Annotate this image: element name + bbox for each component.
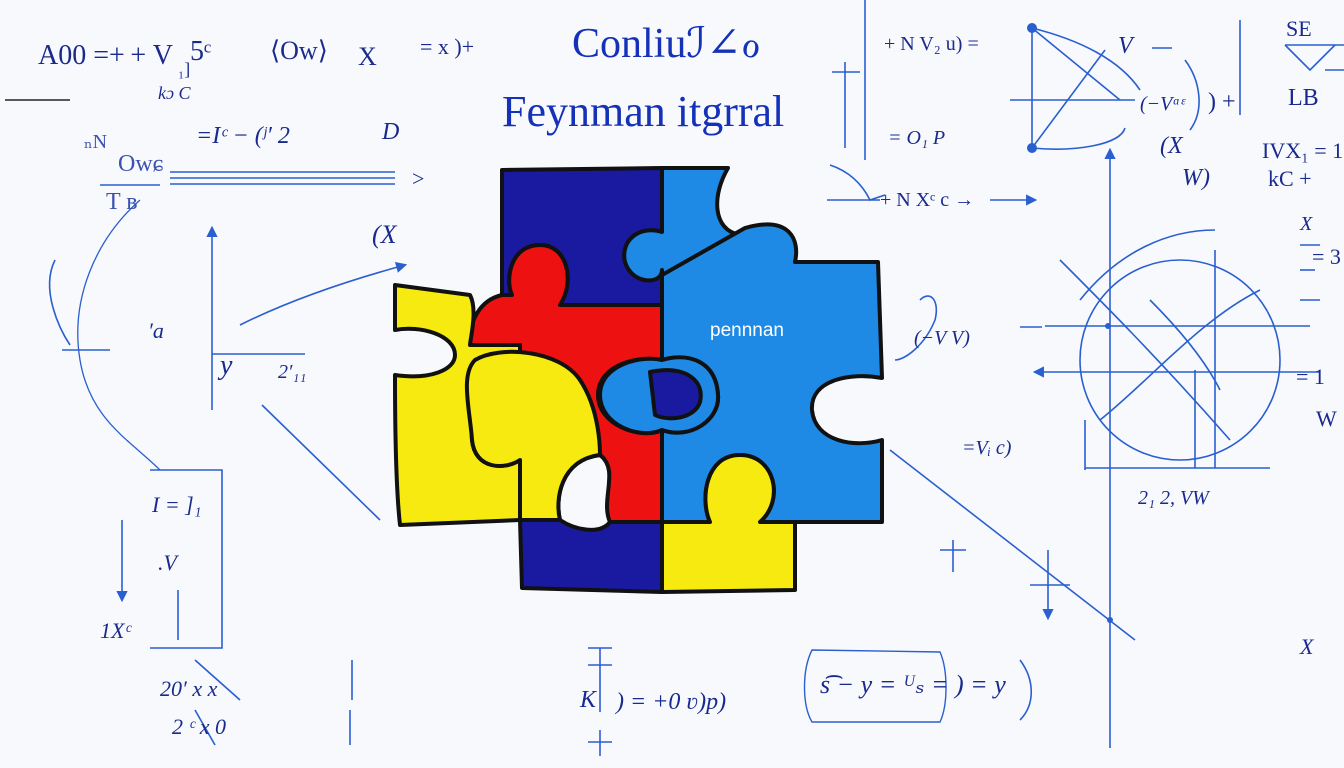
title-line-1: Conliuℐ∠ℴ [572,21,761,67]
puzzle-piece-yellow-bottom [660,453,797,594]
formula-h3: ) + [1208,89,1236,115]
formula-f3: s͡ − y = ᵁₛ = ) = y [820,670,1006,699]
formula-a3: 5ᶜ [190,36,212,67]
formula-a7: = x )+ [420,34,475,59]
puzzle-piece-navy-bottom [518,518,664,594]
formula-f2: ) = +0 ʋ)p) [616,689,727,715]
formula-d1: (X [372,220,397,249]
formula-h6: 2₁ 2, VW [1138,487,1209,509]
formula-g1: + N V₂ u) = [884,33,979,55]
formula-c1: ₙN [84,131,108,153]
formula-i8: W [1316,406,1337,431]
formula-g4: (−V V) [914,327,970,349]
formula-i7: = 1 [1296,364,1325,389]
formula-b2: D [382,119,400,145]
formula-e5: 2 ᶜ x 0 [172,714,227,739]
formula-h5: W) [1182,165,1210,191]
formula-c2: Owɕ [118,151,164,177]
formula-e3: 1Xᶜ [100,618,131,643]
formula-a6: X [358,42,377,71]
formula-i3: IVX₁ = 1 [1262,138,1344,163]
formula-d2: ′a [148,318,164,343]
formula-i9: X [1300,634,1314,659]
formula-i4: kC + [1268,166,1312,191]
puzzle-piece-navy-knob-inner [648,368,703,421]
formula-c4: > [412,166,425,191]
formula-h1: V [1118,33,1133,59]
formula-i1: SE [1286,16,1312,41]
formula-f1: K [580,687,597,713]
formula-a4: kɔ C [158,83,191,103]
formula-e2: .V [158,550,177,575]
formula-c3: T ʙ [106,189,138,215]
formula-g3: + N Xᶜ c → [880,189,975,211]
formula-i2: LB [1288,85,1319,111]
formula-i5: X [1300,213,1313,235]
puzzle-illustration [393,166,884,594]
formula-i6: = 3 [1312,244,1341,269]
puzzle-piece-yellow-bump [464,349,602,522]
formula-g5: =Vᵢ c) [962,437,1012,459]
formula-a2: ₁] [178,59,191,79]
formula-e1: I = ]₁ [152,492,202,517]
formula-a1: A00 =+ + V [38,40,173,71]
formula-d3: y [220,350,233,381]
formula-h4: (X [1160,133,1183,159]
puzzle-label: pennnan [710,320,784,341]
formula-h2: (−Vᵅᵋ [1140,93,1186,115]
formula-g2: = O₁ P [888,127,946,149]
formula-b1: =Iᶜ − (ʲ′ 2 [196,123,290,149]
title-line-2: Feynman itgrral [502,87,785,136]
formula-d4: 2′₁₁ [278,361,307,383]
formula-e4: 20′ x x [160,676,218,701]
formula-a5: ⟨Ow⟩ [270,36,328,65]
